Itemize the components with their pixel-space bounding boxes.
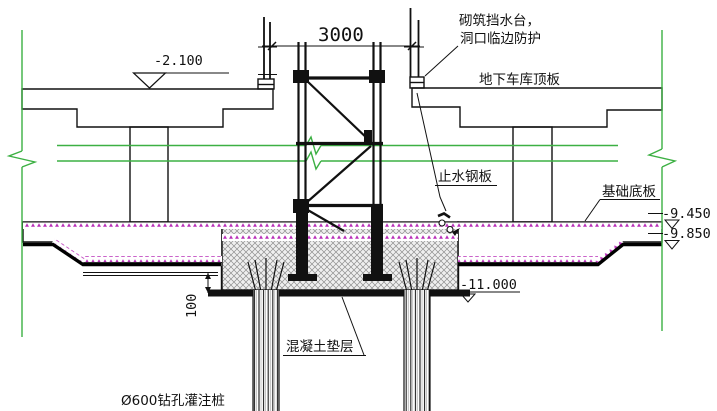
mast-joint-left-top xyxy=(293,70,309,83)
annotation-waterstop: 止水钢板 xyxy=(416,92,497,212)
tower-crane-mast xyxy=(288,42,392,281)
waterproofing-bottom-right-strip xyxy=(458,256,598,262)
waterproofing-block-strip xyxy=(222,234,458,241)
annotation-cushion: 混凝土垫层 xyxy=(283,296,366,356)
dim-100-value: 100 xyxy=(184,294,200,318)
opening-edge-protection xyxy=(257,8,425,90)
pile-right-rebar-flare xyxy=(398,258,436,293)
elevation-mat-bottom-value: -9.850 xyxy=(662,226,711,242)
foundation-mat-leader xyxy=(584,199,601,222)
foundation-mat-label: 基础底板 xyxy=(602,183,656,200)
elevation-mat-top-value: -9.450 xyxy=(662,206,711,222)
waterproofing-chamfer-left xyxy=(51,238,86,265)
waterstop-label: 止水钢板 xyxy=(438,169,492,185)
pile-left-shaft xyxy=(253,290,279,411)
elevation-triangle-icon xyxy=(663,240,681,250)
railing-posts-right xyxy=(409,8,420,77)
pile-right-outline xyxy=(403,290,431,411)
annotation-curb: 砌筑挡水台， 洞口临边防护 xyxy=(424,13,541,77)
waterstop-leader-line xyxy=(416,92,447,212)
waterproofing-top-strip xyxy=(23,222,662,229)
pile-left-rebar-flare xyxy=(247,258,285,293)
bored-pile-label: Ø600钻孔灌注桩 xyxy=(121,393,225,409)
elevation-triangle-icon xyxy=(131,72,168,89)
roof-slab-right-section xyxy=(411,87,663,128)
roof-column-right xyxy=(512,126,553,223)
garage-roof-label: 地下车库顶板 xyxy=(479,71,560,88)
elevation-roof-top-value: -2.100 xyxy=(154,53,203,69)
garage-roof-slab-right xyxy=(411,87,663,223)
mast-diagonals xyxy=(305,79,372,232)
dimension-3000: 3000 xyxy=(262,24,420,51)
base-plate-right xyxy=(363,274,392,281)
break-symbol-upper xyxy=(305,135,322,156)
cushion-leader xyxy=(341,296,365,356)
protection-layer-right xyxy=(458,242,662,267)
bored-piles xyxy=(247,258,436,411)
pile-right-shaft xyxy=(404,290,430,411)
railing-rails-left xyxy=(258,46,277,75)
mast-joint-right-mid xyxy=(364,130,372,142)
pile-right xyxy=(398,258,436,411)
embedded-leg-right xyxy=(371,207,383,276)
cushion-line-left xyxy=(83,272,218,276)
railing-posts-left xyxy=(263,17,271,79)
waterstop-plate-icon xyxy=(437,212,451,219)
waterstop-circle2-icon xyxy=(446,225,454,234)
dim-ticks-3000 xyxy=(267,41,417,51)
embedded-leg-left xyxy=(296,213,308,276)
base-plate-left xyxy=(288,274,317,281)
elevation-pit-bottom: -11.000 xyxy=(455,277,520,303)
waterstop-arrow-icon xyxy=(452,228,460,236)
protection-layer-left xyxy=(23,242,221,267)
elevation-pit-bottom-value: -11.000 xyxy=(460,277,517,293)
dim-arrows-100 xyxy=(205,273,211,293)
axis-grid-lines xyxy=(6,30,678,337)
pit-cushion-band xyxy=(208,289,470,297)
waterstop-circle-icon xyxy=(438,219,446,227)
pile-left xyxy=(247,258,285,411)
annotation-foundation-mat: 基础底板 xyxy=(584,183,660,222)
garage-roof-slab-left xyxy=(21,88,274,223)
break-symbol-lower xyxy=(305,150,322,171)
roof-slab-left-section xyxy=(21,88,274,128)
break-symbol-left xyxy=(6,150,38,168)
mast-joint-left-bottom xyxy=(293,199,309,213)
elevation-triangle-icon xyxy=(663,219,681,230)
waterproofing-bottom-left-strip xyxy=(83,256,222,262)
mast-leg-left xyxy=(297,42,307,214)
curb-label-line2: 洞口临边防护 xyxy=(460,31,541,47)
foundation-mat xyxy=(22,221,663,297)
mast-leg-right xyxy=(372,42,382,208)
cushion-label: 混凝土垫层 xyxy=(286,339,354,355)
break-symbol-right xyxy=(646,148,678,168)
waterstop-detail xyxy=(437,212,460,236)
mast-chords xyxy=(296,76,383,208)
mast-joint-right-top xyxy=(369,70,385,83)
dim-3000-value: 3000 xyxy=(318,24,364,46)
pile-left-outline xyxy=(252,290,280,411)
elevation-mat-bottom: -9.850 xyxy=(648,226,711,250)
curb-leader-line xyxy=(424,45,459,77)
curb-label-line1: 砌筑挡水台， xyxy=(459,13,540,29)
elevation-triangle-icon xyxy=(459,293,477,303)
elevation-mat-top: -9.450 xyxy=(648,206,711,230)
elevation-roof-top: -2.100 xyxy=(131,53,229,89)
roof-column-left xyxy=(129,126,169,223)
dimension-100: 100 xyxy=(184,273,211,318)
